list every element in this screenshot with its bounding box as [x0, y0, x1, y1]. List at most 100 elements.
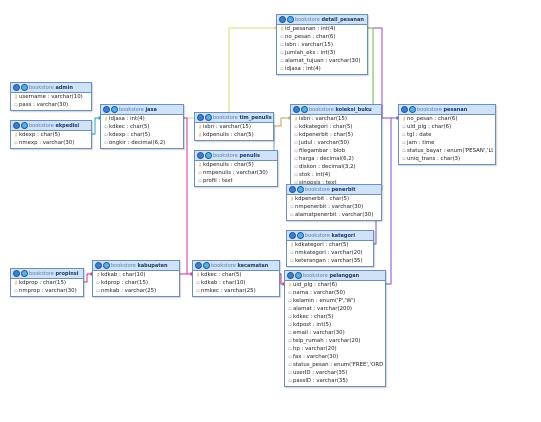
field-row[interactable]: ▫nmkategori : varchar(20) — [289, 249, 371, 257]
settings-icon[interactable] — [21, 122, 28, 129]
field-row[interactable]: ⚷kdpenulis : char(5) — [197, 161, 275, 169]
field-row[interactable]: ▫kdpost : int(5) — [287, 321, 383, 329]
field-row[interactable]: ▫nmkec : varchar(25) — [195, 287, 277, 295]
settings-icon[interactable] — [297, 186, 304, 193]
field-row[interactable]: ⚷kdexp : char(5) — [13, 131, 89, 139]
table-header[interactable]: bookstore detail_pesanan — [277, 15, 367, 25]
field-row[interactable]: ▫uid_plg : char(6) — [401, 123, 493, 131]
table-header[interactable]: bookstore pelanggan — [285, 271, 385, 281]
field-row[interactable]: ⚷idjasa : int(4) — [103, 115, 181, 123]
settings-icon[interactable] — [103, 262, 110, 269]
field-row[interactable]: ▫kdkec : char(5) — [103, 123, 181, 131]
field-row[interactable]: ▫userID : varchar(35) — [287, 369, 383, 377]
table-header[interactable]: bookstore tim_penulis — [195, 113, 273, 123]
field-row[interactable]: ▫stok : int(4) — [293, 171, 379, 179]
field-row[interactable]: ▫passID : varchar(35) — [287, 377, 383, 385]
table-header[interactable]: bookstore ekpedisi — [11, 121, 91, 131]
table-admin[interactable]: bookstore admin⚷username : varchar(10)▫p… — [10, 82, 92, 111]
table-detail-pesanan[interactable]: bookstore detail_pesanan⚷id_pesanan : in… — [276, 14, 368, 75]
settings-icon[interactable] — [287, 16, 294, 23]
field-row[interactable]: ⚷username : varchar(10) — [13, 93, 89, 101]
field-row[interactable]: ▫profil : text — [197, 177, 275, 185]
field-row[interactable]: ▫status_pesan : enum('FREE','ORDER') — [287, 361, 383, 369]
field-row[interactable]: ⚷kdprop : char(15) — [13, 279, 81, 287]
field-row[interactable]: ▫diskon : decimal(3,2) — [293, 163, 379, 171]
table-kabupaten[interactable]: bookstore kabupaten⚷kdkab : char(10)▫kdp… — [92, 260, 180, 297]
field-row[interactable]: ⚷kdpenerbit : char(5) — [289, 195, 379, 203]
field-row[interactable]: ▫status_bayar : enum('PESAN','LUNAS') — [401, 147, 493, 155]
field-row[interactable]: ⚷kdkab : char(10) — [95, 271, 177, 279]
table-kecamatan[interactable]: bookstore kecamatan⚷kdkec : char(5)▫kdka… — [192, 260, 280, 297]
table-koleksi-buku[interactable]: bookstore koleksi_buku⚷isbn : varchar(15… — [290, 104, 382, 189]
table-header[interactable]: bookstore propinsi — [11, 269, 83, 279]
field-row[interactable]: ▫sinopsis : text — [293, 179, 379, 187]
field-row[interactable]: ⚷no_pesan : char(6) — [401, 115, 493, 123]
table-tim-penulis[interactable]: bookstore tim_penulis⚷isbn : varchar(15)… — [194, 112, 274, 141]
table-header[interactable]: bookstore kecamatan — [193, 261, 279, 271]
table-ekspedisi[interactable]: bookstore ekpedisi⚷kdexp : char(5)▫nmexp… — [10, 120, 92, 149]
table-kategori[interactable]: bookstore kategori⚷kdkategori : char(5)▫… — [286, 230, 374, 267]
field-row[interactable]: ▫kelamin : enum('P','W') — [287, 297, 383, 305]
field-row[interactable]: ▫nmexp : varchar(30) — [13, 139, 89, 147]
field-row[interactable]: ▫filegambar : blob — [293, 147, 379, 155]
table-header[interactable]: bookstore kabupaten — [93, 261, 179, 271]
field-row[interactable]: ▫isbn : varchar(15) — [279, 41, 365, 49]
table-jasa[interactable]: bookstore jasa⚷idjasa : int(4)▫kdkec : c… — [100, 104, 184, 149]
field-row[interactable]: ▫kdexp : char(5) — [103, 131, 181, 139]
settings-icon[interactable] — [295, 272, 302, 279]
field-row[interactable]: ▫jam : time — [401, 139, 493, 147]
field-row[interactable]: ▫hp : varchar(20) — [287, 345, 383, 353]
settings-icon[interactable] — [297, 232, 304, 239]
field-row[interactable]: ⚷uid_plg : char(6) — [287, 281, 383, 289]
field-row[interactable]: ▫nama : varchar(50) — [287, 289, 383, 297]
field-row[interactable]: ▫nmpenerbit : varchar(30) — [289, 203, 379, 211]
settings-icon[interactable] — [21, 270, 28, 277]
field-row[interactable]: ▫keterangan : varchar(35) — [289, 257, 371, 265]
settings-icon[interactable] — [111, 106, 118, 113]
field-row[interactable]: ⚷isbn : varchar(15) — [197, 123, 271, 131]
table-penerbit[interactable]: bookstore penerbit⚷kdpenerbit : char(5)▫… — [286, 184, 382, 221]
table-header[interactable]: bookstore koleksi_buku — [291, 105, 381, 115]
field-row[interactable]: ▫idjasa : int(4) — [279, 65, 365, 73]
field-row[interactable]: ▫fax : varchar(30) — [287, 353, 383, 361]
field-row[interactable]: ▫nmpenulis : varchar(30) — [197, 169, 275, 177]
field-row[interactable]: ▫ongkir : decimal(6,2) — [103, 139, 181, 147]
field-row[interactable]: ▫kdkategori : char(5) — [293, 123, 379, 131]
settings-icon[interactable] — [21, 84, 28, 91]
field-row[interactable]: ▫alamatpenerbit : varchar(30) — [289, 211, 379, 219]
table-header[interactable]: bookstore admin — [11, 83, 91, 93]
table-header[interactable]: bookstore pesanan — [399, 105, 495, 115]
field-row[interactable]: ▫email : varchar(30) — [287, 329, 383, 337]
settings-icon[interactable] — [301, 106, 308, 113]
field-row[interactable]: ▫tgl : date — [401, 131, 493, 139]
table-pelanggan[interactable]: bookstore pelanggan⚷uid_plg : char(6)▫na… — [284, 270, 386, 387]
field-row[interactable]: ▫alamat : varchar(200) — [287, 305, 383, 313]
settings-icon[interactable] — [205, 152, 212, 159]
table-header[interactable]: bookstore penerbit — [287, 185, 381, 195]
settings-icon[interactable] — [205, 114, 212, 121]
settings-icon[interactable] — [203, 262, 210, 269]
field-row[interactable]: ▫alamat_tujuan : varchar(30) — [279, 57, 365, 65]
field-row[interactable]: ▫nmprop : varchar(30) — [13, 287, 81, 295]
field-row[interactable]: ⚷isbn : varchar(15) — [293, 115, 379, 123]
field-row[interactable]: ▫kdkab : char(10) — [195, 279, 277, 287]
field-row[interactable]: ▫kdkec : char(5) — [287, 313, 383, 321]
settings-icon[interactable] — [409, 106, 416, 113]
field-row[interactable]: ▫uniq_trans : char(3) — [401, 155, 493, 163]
field-row[interactable]: ⚷kdkec : char(5) — [195, 271, 277, 279]
field-row[interactable]: ▫harga : decimal(6,2) — [293, 155, 379, 163]
field-row[interactable]: ⚷kdkategori : char(5) — [289, 241, 371, 249]
field-row[interactable]: ⚷id_pesanan : int(4) — [279, 25, 365, 33]
field-row[interactable]: ▫jumlah_eks : int(3) — [279, 49, 365, 57]
field-row[interactable]: ⚷kdpenulis : char(5) — [197, 131, 271, 139]
table-pesanan[interactable]: bookstore pesanan⚷no_pesan : char(6)▫uid… — [398, 104, 496, 165]
table-header[interactable]: bookstore penulis — [195, 151, 277, 161]
table-header[interactable]: bookstore kategori — [287, 231, 373, 241]
table-penulis[interactable]: bookstore penulis⚷kdpenulis : char(5)▫nm… — [194, 150, 278, 187]
field-row[interactable]: ▫kdpenerbit : char(5) — [293, 131, 379, 139]
table-header[interactable]: bookstore jasa — [101, 105, 183, 115]
field-row[interactable]: ▫kdprop : char(15) — [95, 279, 177, 287]
field-row[interactable]: ▫pass : varchar(30) — [13, 101, 89, 109]
field-row[interactable]: ▫telp_rumah : varchar(20) — [287, 337, 383, 345]
field-row[interactable]: ▫nmkab : varchar(25) — [95, 287, 177, 295]
